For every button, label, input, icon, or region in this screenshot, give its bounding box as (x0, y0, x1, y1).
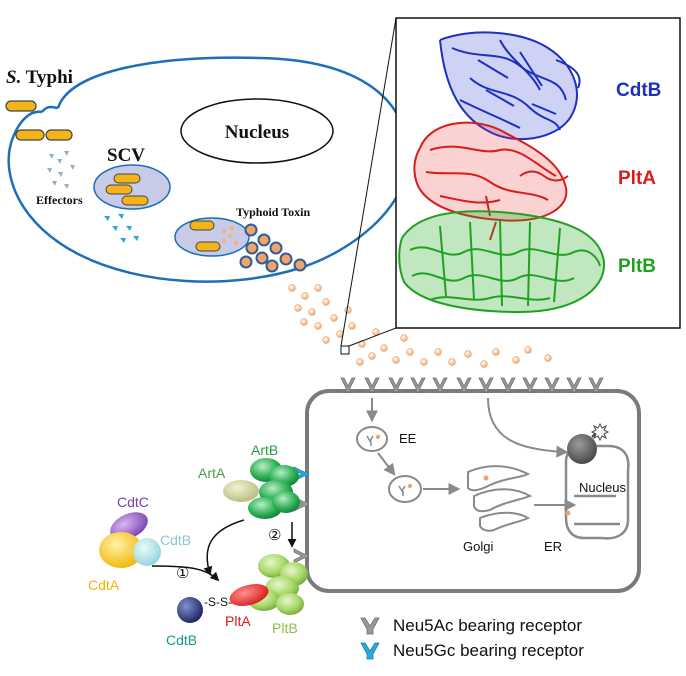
scv-label: SCV (107, 145, 145, 166)
membrane-invagination (41, 105, 59, 113)
transport-vesicle (388, 475, 422, 503)
bacterium-label-rest: Typhi (21, 67, 73, 88)
bacterium-label-italic: S. (6, 67, 21, 88)
step1-label: ① (176, 565, 189, 582)
pltb-structure (398, 210, 606, 314)
bomb-spark-icon (590, 422, 610, 442)
cdta-label: CdtA (88, 577, 120, 593)
pltb-label: PltB (272, 620, 298, 636)
golgi-label: Golgi (463, 539, 493, 554)
ee-label: EE (399, 431, 417, 446)
target-nucleus-label: Nucleus (579, 480, 626, 495)
bacterium (113, 173, 141, 184)
bacterium (45, 129, 73, 141)
host-nucleus (180, 98, 334, 164)
effector-molecules-blue (104, 214, 139, 243)
cdta-subunit (99, 532, 143, 568)
cdtb-label-1: CdtB (160, 532, 191, 548)
effector-molecules (47, 151, 75, 189)
target-nucleus-bomb (567, 434, 597, 464)
artb-label: ArtB (251, 442, 278, 458)
released-toxin-particles (288, 284, 552, 368)
arta-label: ArtA (198, 465, 226, 481)
typhoid-toxin-label: Typhoid Toxin (236, 205, 310, 219)
disulfide-bond-label: -S-S- (204, 595, 232, 609)
golgi-apparatus (467, 465, 533, 532)
pltb-subunit (276, 593, 304, 615)
zoom-line (348, 327, 397, 347)
structure-panel: CdtB PltA PltB (395, 17, 681, 329)
arta-subunit (223, 480, 259, 502)
neu5ac-legend-icon (360, 617, 380, 635)
step2-label: ② (268, 527, 281, 544)
step1-arrow-from-art (203, 519, 245, 576)
neu5ac-receptor (293, 548, 309, 564)
target-cell: EE Golgi ER Nucleus (293, 377, 641, 593)
step1-arrow-from-cdt (151, 565, 220, 582)
cdtb-structure (439, 31, 581, 141)
host-cell: Nucleus S. Typhi Effectors SCV Typhoid T… (5, 56, 410, 283)
toxin-particles-in-vacuole (221, 225, 239, 246)
plta-structure-label: PltA (618, 168, 656, 189)
neu5ac-legend-label: Neu5Ac bearing receptor (393, 616, 582, 635)
host-cell-membrane (7, 56, 410, 283)
cdtb-subunit-2 (177, 597, 203, 623)
plta-structure (413, 121, 569, 241)
bacterium (189, 220, 215, 231)
ee-to-vesicle-arrow (377, 452, 396, 476)
cdt-toxin: CdtC CdtB CdtA (88, 494, 191, 593)
target-cell-membrane (305, 389, 641, 593)
bacterium (5, 100, 37, 112)
cdtb-label-2: CdtB (166, 632, 197, 648)
er-label: ER (544, 539, 562, 554)
plta-subunit (229, 584, 269, 606)
neu5gc-legend-label: Neu5Gc bearing receptor (393, 641, 584, 660)
plta-label: PltA (225, 613, 251, 629)
toxin-vesicles (239, 223, 307, 273)
neu5gc-legend-icon (360, 642, 380, 660)
host-nucleus-label: Nucleus (225, 122, 289, 143)
scv-vacuole (93, 164, 171, 210)
effectors-label: Effectors (36, 193, 83, 207)
art-toxin: ArtB ArtA (198, 442, 300, 519)
cdtb-structure-label: CdtB (616, 80, 661, 101)
bacteria-entering (5, 100, 73, 141)
cdtb-subunit (133, 538, 161, 566)
artb-subunit (272, 491, 300, 513)
bacterium (195, 241, 221, 252)
bacterium (105, 184, 133, 195)
er-toxin (565, 510, 571, 516)
bacterium (15, 129, 45, 141)
bacterium (121, 195, 149, 206)
legend: Neu5Ac bearing receptor Neu5Gc bearing r… (360, 616, 584, 660)
direct-nucleus-arrow (487, 397, 569, 458)
cdtc-label: CdtC (117, 494, 149, 510)
golgi-toxin (483, 475, 489, 481)
endosome-receptor (366, 435, 374, 446)
endosome-toxin (375, 434, 381, 440)
pltb-structure-label: PltB (618, 256, 656, 277)
vesicle-receptor (398, 485, 406, 496)
typhoid-toxin-assembled: -S-S- CdtB PltA PltB (166, 554, 308, 648)
bacterium-label: S. Typhi (6, 67, 73, 88)
neu5ac-receptors-top (340, 377, 604, 393)
zoom-line (340, 17, 397, 347)
vesicle-toxin (407, 483, 413, 489)
zoom-indicator-box (340, 345, 350, 355)
